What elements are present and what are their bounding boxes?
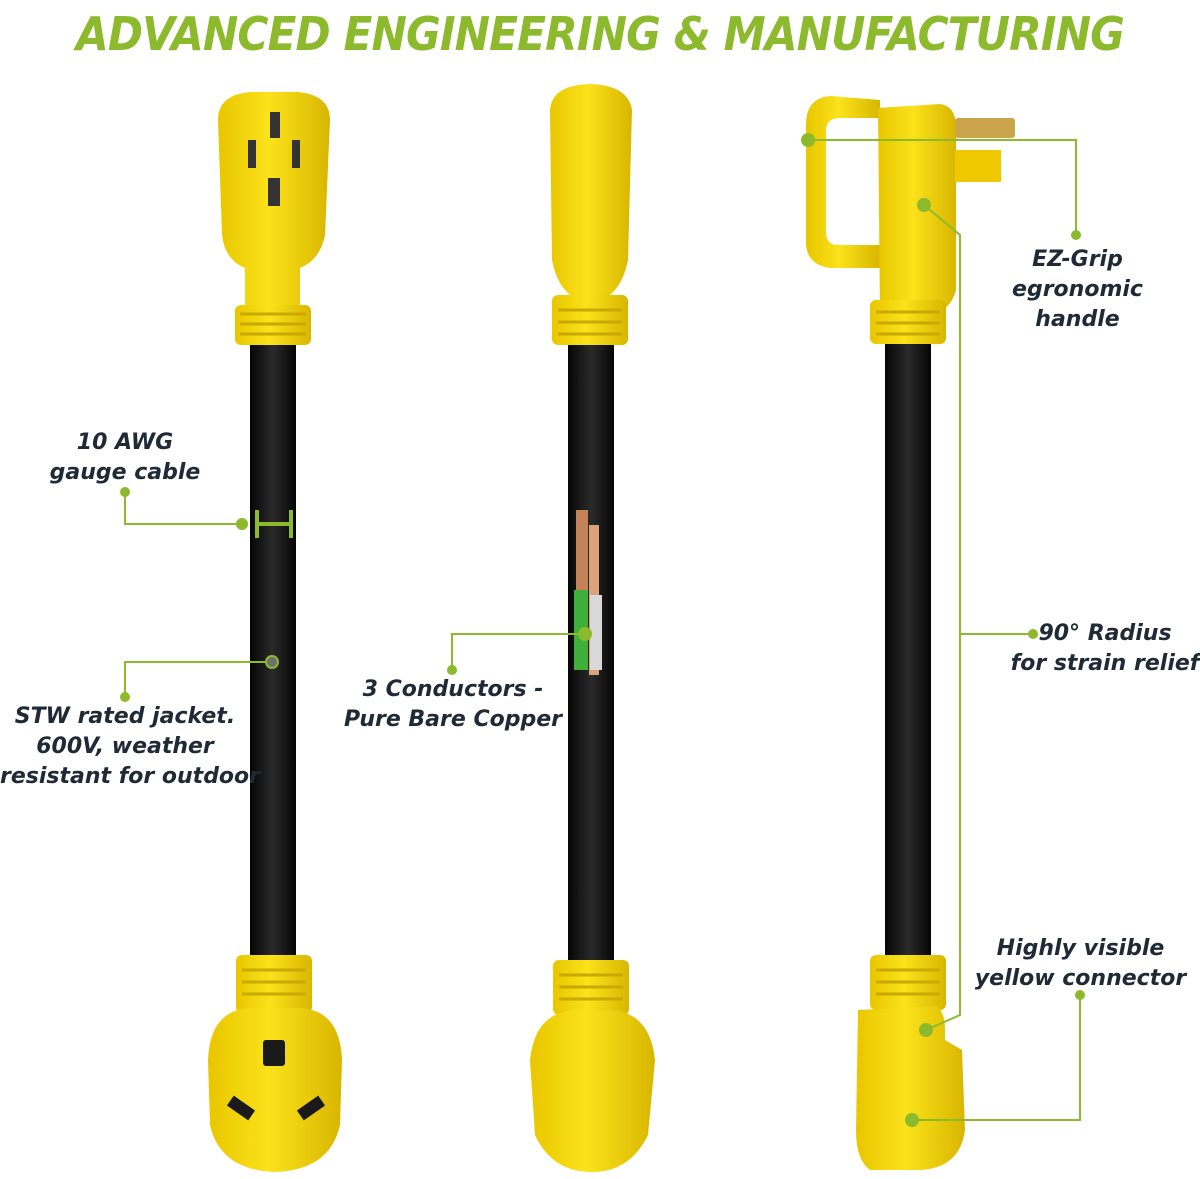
left-cable xyxy=(250,330,296,965)
label-conductors: 3 Conductors - Pure Bare Copper xyxy=(338,675,568,735)
label-jacket-line-1: STW rated jacket. xyxy=(14,704,236,729)
label-grip-line-1: EZ-Grip xyxy=(1032,247,1123,272)
callout-jacket-line xyxy=(124,661,272,697)
callout-gauge-line xyxy=(124,492,242,525)
left-bottom-strain-relief xyxy=(236,955,312,1013)
left-bottom-connector xyxy=(208,1008,342,1172)
label-visible: Highly visible yellow connector xyxy=(968,934,1193,994)
label-jacket: STW rated jacket. 600V, weather resistan… xyxy=(0,702,261,792)
label-conductors-line-2: Pure Bare Copper xyxy=(343,707,562,732)
label-jacket-line-2: 600V, weather xyxy=(36,734,214,759)
headline: ADVANCED ENGINEERING & MANUFACTURING xyxy=(76,7,1125,61)
left-cord xyxy=(208,92,342,1172)
label-radius-line-2: for strain relief xyxy=(1010,651,1200,676)
label-grip: EZ-Grip egronomic handle xyxy=(1000,245,1155,335)
right-bottom-connector xyxy=(856,1006,965,1170)
callout-conductors-line xyxy=(451,633,585,670)
label-grip-line-3: handle xyxy=(1035,307,1120,332)
label-radius-line-1: 90° Radius xyxy=(1038,621,1172,646)
middle-top-plug xyxy=(550,84,632,302)
label-gauge-line-1: 10 AWG xyxy=(76,430,174,455)
callouts xyxy=(124,139,1081,1121)
right-top-plug xyxy=(878,104,956,314)
middle-cord xyxy=(530,84,655,1172)
label-visible-line-2: yellow connector xyxy=(974,966,1187,991)
callout-dots xyxy=(120,133,1085,1127)
label-radius: 90° Radius for strain relief xyxy=(1010,619,1200,679)
callout-visible-line xyxy=(912,995,1081,1121)
middle-bottom-connector xyxy=(530,1010,655,1172)
label-jacket-line-3: resistant for outdoor xyxy=(0,764,261,789)
callout-grip-line xyxy=(808,139,1077,235)
label-conductors-line-1: 3 Conductors - xyxy=(362,677,544,702)
label-visible-line-1: Highly visible xyxy=(996,936,1165,961)
right-cable xyxy=(885,330,931,960)
right-grip-handle xyxy=(806,96,880,268)
label-grip-line-2: egronomic xyxy=(1012,277,1143,302)
label-gauge-line-2: gauge cable xyxy=(49,460,201,485)
middle-top-strain-relief xyxy=(552,295,628,345)
label-gauge: 10 AWG gauge cable xyxy=(30,428,220,488)
callout-radius-line xyxy=(923,204,961,1031)
